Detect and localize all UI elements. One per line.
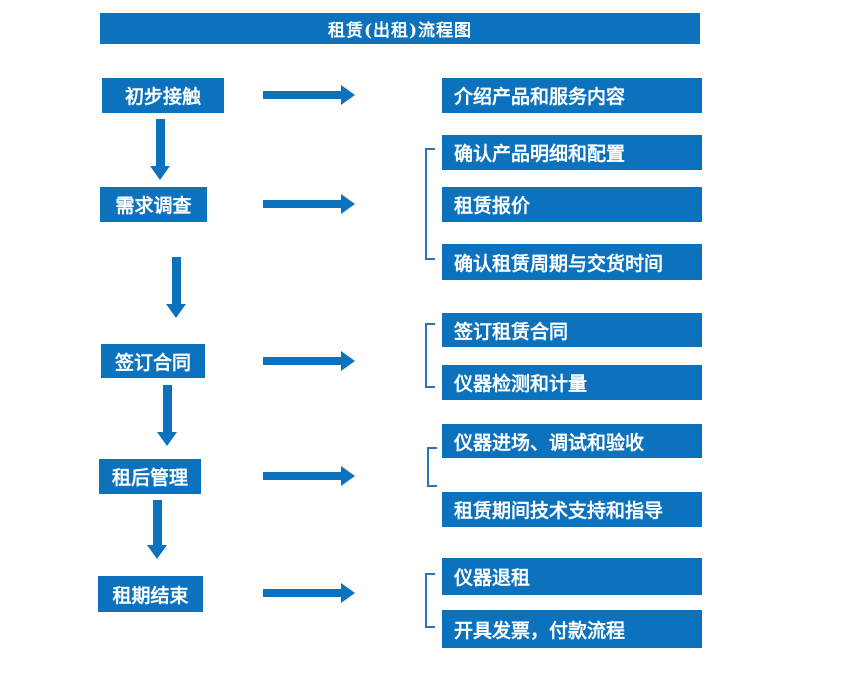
- down-arrow-shaft: [172, 257, 181, 304]
- group-bracket: [425, 148, 435, 260]
- right-arrow-shaft: [263, 91, 341, 99]
- step-box-initial-contact: 初步接触: [102, 78, 224, 113]
- right-arrow-shaft: [263, 472, 341, 480]
- detail-box-intro-products-services: 介绍产品和服务内容: [442, 78, 702, 113]
- detail-box-confirm-period-delivery: 确认租赁周期与交货时间: [442, 244, 702, 280]
- down-arrow-shaft: [156, 119, 165, 167]
- right-arrow-shaft: [263, 357, 341, 365]
- right-arrow-shaft: [263, 589, 341, 597]
- detail-box-instrument-testing: 仪器检测和计量: [442, 365, 702, 400]
- down-arrow-shaft: [163, 385, 172, 432]
- detail-box-rental-quote: 租赁报价: [442, 187, 702, 222]
- step-box-sign-contract: 签订合同: [101, 344, 205, 378]
- down-arrow-icon: [150, 166, 170, 180]
- detail-box-tech-support: 租赁期间技术支持和指导: [442, 492, 702, 527]
- down-arrow-icon: [147, 545, 167, 559]
- down-arrow-icon: [157, 432, 177, 446]
- right-arrow-icon: [341, 583, 355, 603]
- group-bracket: [425, 323, 435, 388]
- detail-box-instrument-setup-acceptance: 仪器进场、调试和验收: [442, 424, 702, 458]
- detail-box-invoice-payment: 开具发票，付款流程: [442, 610, 702, 648]
- flowchart-title: 租赁(出租)流程图: [100, 13, 700, 44]
- detail-box-confirm-product-details: 确认产品明细和配置: [442, 135, 702, 170]
- detail-box-instrument-return: 仪器退租: [442, 558, 702, 595]
- right-arrow-icon: [341, 85, 355, 105]
- step-box-post-rental-management: 租后管理: [99, 459, 201, 494]
- down-arrow-icon: [166, 304, 186, 318]
- detail-box-sign-rental-contract: 签订租赁合同: [442, 313, 702, 347]
- right-arrow-icon: [341, 466, 355, 486]
- right-arrow-icon: [341, 351, 355, 371]
- group-bracket: [427, 447, 437, 487]
- group-bracket: [425, 573, 435, 628]
- down-arrow-shaft: [153, 500, 162, 545]
- step-box-rental-end: 租期结束: [98, 576, 203, 612]
- right-arrow-shaft: [263, 200, 341, 208]
- right-arrow-icon: [341, 194, 355, 214]
- step-box-demand-survey: 需求调查: [100, 187, 207, 222]
